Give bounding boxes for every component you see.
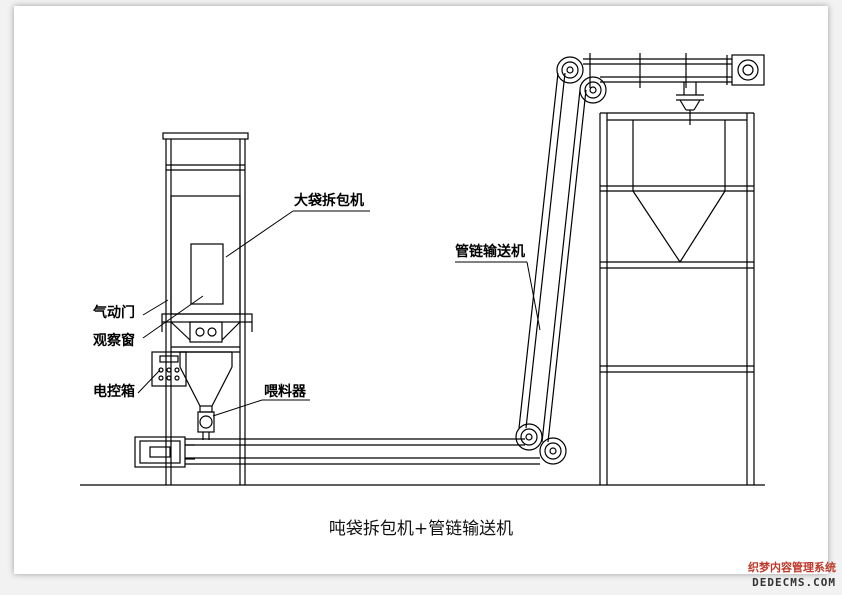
label-control-box: 电控箱 (93, 384, 135, 400)
watermark-url: DEDECMS.COM (752, 576, 836, 589)
top-sprocket-2 (579, 76, 607, 104)
hopper-crossbar (170, 321, 241, 353)
viewing-window (190, 243, 224, 305)
inclined-conveyor-pipe (518, 72, 587, 443)
top-sprocket-1 (556, 56, 584, 84)
discharge-spout (676, 82, 704, 125)
control-box (151, 351, 187, 387)
horizontal-conveyor-pipe (185, 438, 540, 465)
label-viewing-window: 观察窗 (93, 333, 135, 349)
conveyor-drive-top (726, 54, 765, 86)
bottom-sprocket-1 (515, 423, 543, 451)
top-conveyor-pipe (583, 53, 732, 88)
watermark-text: 织梦内容管理系统 (748, 561, 836, 574)
label-feeder: 喂料器 (264, 384, 306, 400)
label-tube-chain-conveyor: 管链输送机 (455, 244, 525, 260)
feeder (197, 411, 215, 440)
conveyor-drive-left (134, 436, 195, 468)
silo-frame (599, 112, 755, 485)
diagram-caption: 吨袋拆包机+管链输送机 (328, 519, 514, 539)
drawing-sheet (14, 6, 828, 574)
label-bag-unpacker: 大袋拆包机 (294, 193, 364, 209)
discharge-cone (179, 351, 233, 413)
leader-lines (137, 210, 541, 417)
bottom-sprocket-2 (539, 437, 567, 465)
silo-hopper (632, 120, 726, 263)
label-pneumatic-door: 气动门 (93, 305, 135, 321)
